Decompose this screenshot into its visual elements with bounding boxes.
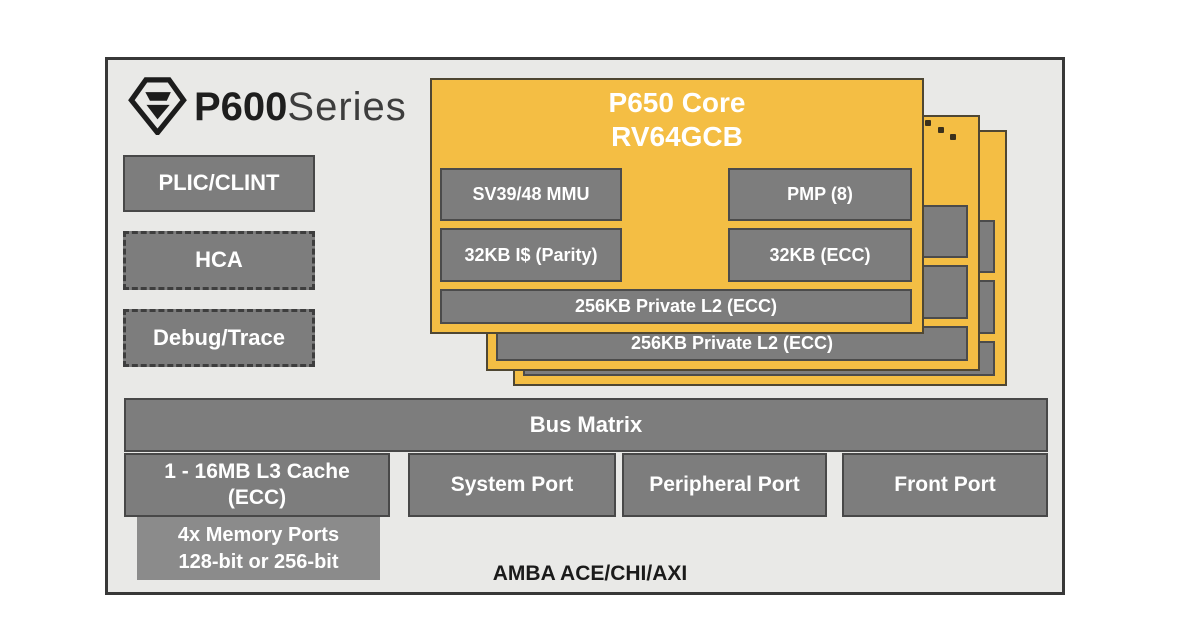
core-icache-box: 32KB I$ (Parity) — [440, 228, 622, 282]
l3-cache-line1: 1 - 16MB L3 Cache — [164, 460, 350, 483]
memory-ports-line2: 128-bit or 256-bit — [178, 550, 339, 573]
block-hca: HCA — [123, 231, 315, 290]
block-debug-trace: Debug/Trace — [123, 309, 315, 367]
l3-cache-line2: (ECC) — [227, 486, 287, 509]
diagram-frame: P600 Series PLIC/CLINT HCA Debug/Trace — [105, 57, 1065, 595]
core-pmp-box: PMP (8) — [728, 168, 912, 221]
core-title-line2: RV64GCB — [611, 121, 743, 152]
system-port-label: System Port — [450, 473, 574, 497]
block-hca-label: HCA — [195, 247, 243, 273]
more-cores-dot-2 — [938, 127, 944, 133]
bus-matrix-label: Bus Matrix — [529, 411, 643, 437]
front-port-box: Front Port — [842, 453, 1048, 517]
core-mmu-label: SV39/48 MMU — [472, 184, 590, 204]
more-cores-dot-3 — [950, 134, 956, 140]
block-plic-clint-label: PLIC/CLINT — [158, 170, 280, 196]
l3-cache-box: 1 - 16MB L3 Cache (ECC) — [124, 453, 390, 517]
series-title-light: Series — [287, 84, 407, 129]
system-port-box: System Port — [408, 453, 616, 517]
core-title-line1: P650 Core — [608, 87, 746, 118]
block-plic-clint: PLIC/CLINT — [123, 155, 315, 212]
series-title: P600 Series — [194, 84, 407, 130]
core-title: P650 Core RV64GCB — [432, 86, 922, 154]
core-pmp-label: PMP (8) — [787, 184, 853, 204]
bus-matrix-bar: Bus Matrix — [124, 398, 1048, 452]
core-dcache-label: 32KB (ECC) — [769, 244, 871, 265]
core-card-front: P650 Core RV64GCB SV39/48 MMU PMP (8) 32… — [430, 78, 924, 334]
core-l2-label: 256KB Private L2 (ECC) — [574, 296, 778, 316]
sifive-shield-logo-icon — [128, 77, 187, 135]
core-mmu-box: SV39/48 MMU — [440, 168, 622, 221]
memory-ports-box: 4x Memory Ports 128-bit or 256-bit — [137, 517, 380, 580]
more-cores-dot-1 — [925, 120, 931, 126]
amba-label: AMBA ACE/CHI/AXI — [492, 562, 688, 585]
series-title-bold: P600 — [194, 84, 288, 129]
core-l2-box: 256KB Private L2 (ECC) — [440, 289, 912, 324]
front-port-label: Front Port — [894, 473, 996, 497]
memory-ports-line1: 4x Memory Ports — [177, 523, 340, 546]
core-dcache-box: 32KB (ECC) — [728, 228, 912, 282]
peripheral-port-box: Peripheral Port — [622, 453, 827, 517]
peripheral-port-label: Peripheral Port — [649, 473, 800, 497]
core-icache-label: 32KB I$ (Parity) — [464, 244, 598, 265]
block-debug-trace-label: Debug/Trace — [152, 324, 286, 350]
core-mid-l2-label: 256KB Private L2 (ECC) — [630, 333, 834, 353]
